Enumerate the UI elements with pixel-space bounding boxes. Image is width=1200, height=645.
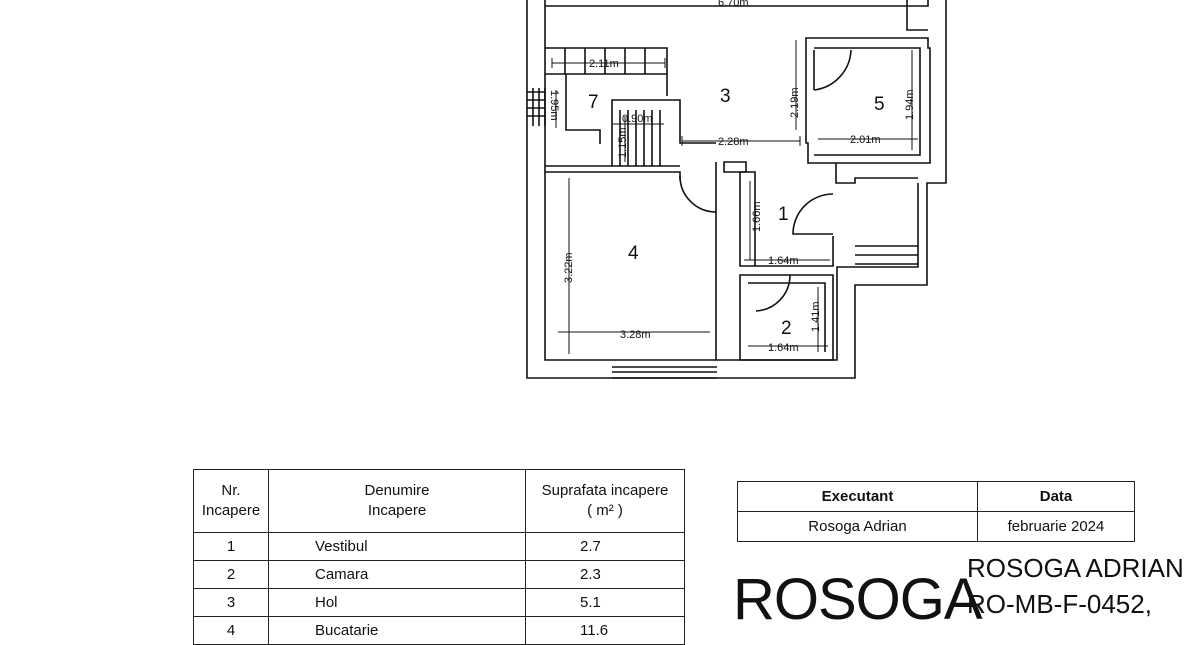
- room-label-7: 7: [588, 92, 599, 113]
- pantry-door: [755, 274, 791, 312]
- header-data: Data: [977, 481, 1135, 512]
- dim-stair-depth: 1.95m: [548, 90, 560, 121]
- row-nr: 2: [193, 560, 269, 589]
- stamp-registration: RO-MB-F-0452,: [967, 589, 1152, 619]
- stair-lines: [612, 110, 680, 167]
- row-nr: 1: [193, 532, 269, 561]
- inner-wall-line: [544, 0, 919, 361]
- stamp-logo: ROSOGA: [733, 567, 983, 632]
- outer-wall: [526, 0, 947, 379]
- dim-kitchen-depth: 3.22m: [563, 252, 575, 283]
- date-value: februarie 2024: [977, 511, 1135, 542]
- dim-hall-width: 2.28m: [718, 136, 749, 148]
- kitchen-door: [679, 175, 717, 213]
- dim-overall-width: 6.70m: [718, 0, 749, 9]
- top-wall-right: [906, 0, 928, 31]
- header-area: Suprafata incapere( m² ): [525, 469, 685, 533]
- row-nr: 4: [193, 616, 269, 645]
- vestibule-wall: [739, 171, 834, 267]
- executant-value: Rosoga Adrian: [737, 511, 978, 542]
- row-area: 5.1: [525, 588, 685, 617]
- steps: [855, 245, 918, 265]
- row-area: 2.3: [525, 560, 685, 589]
- executant-table: Executant Data Rosoga Adrian februarie 2…: [737, 481, 1135, 542]
- room-label-1: 1: [778, 204, 789, 225]
- room-label-2: 2: [781, 318, 792, 339]
- room5-door: [813, 49, 852, 91]
- dim-pantry-depth: 1.41m: [810, 301, 822, 332]
- stair-steps: [545, 48, 667, 144]
- room-label-3: 3: [720, 86, 731, 107]
- top-wall-inner: [545, 0, 929, 7]
- row-area: 11.6: [525, 616, 685, 645]
- row-area: 2.7: [525, 532, 685, 561]
- floor-plan: 6.70m 2.11m 1.95m 0.90m 1.15m 2.28m 2.19…: [526, 0, 947, 379]
- dim-pantry-width: 1.64m: [768, 342, 799, 354]
- stamp-name: ROSOGA ADRIAN: [967, 553, 1184, 583]
- dim-stair-opening: 0.90m: [622, 113, 653, 125]
- row-name: Hol: [268, 588, 526, 617]
- dim-vestibule-depth: 1.66m: [751, 201, 763, 232]
- header-nr: Nr.Incapere: [193, 469, 269, 533]
- window: [612, 359, 717, 379]
- dim-room5-depth: 1.94m: [904, 89, 916, 120]
- table-row: 4 Bucatarie 11.6: [193, 616, 685, 645]
- table-row: 3 Hol 5.1: [193, 588, 685, 617]
- stair-rail: [527, 88, 546, 126]
- dim-kitchen-width: 3.28m: [620, 329, 651, 341]
- dim-hall-depth: 2.19m: [789, 87, 801, 118]
- table-row: 2 Camara 2.3: [193, 560, 685, 589]
- entry-wall: [835, 163, 918, 184]
- room-label-4: 4: [628, 243, 639, 264]
- table-row: 1 Vestibul 2.7: [193, 532, 685, 561]
- dim-room5-width: 2.01m: [850, 134, 881, 146]
- room5-wall: [805, 37, 931, 164]
- stair-outline: [545, 47, 716, 167]
- row-name: Vestibul: [268, 532, 526, 561]
- dim-stair-width: 2.11m: [589, 58, 619, 70]
- dim-vestibule-width: 1.64m: [768, 255, 799, 267]
- row-name: Bucatarie: [268, 616, 526, 645]
- room-label-5: 5: [874, 94, 885, 115]
- dim-stair-short: 1.15m: [617, 127, 629, 158]
- header-executant: Executant: [737, 481, 978, 512]
- pantry-wall: [739, 274, 834, 361]
- row-name: Camara: [268, 560, 526, 589]
- vestibule-door: [792, 193, 834, 235]
- row-nr: 3: [193, 588, 269, 617]
